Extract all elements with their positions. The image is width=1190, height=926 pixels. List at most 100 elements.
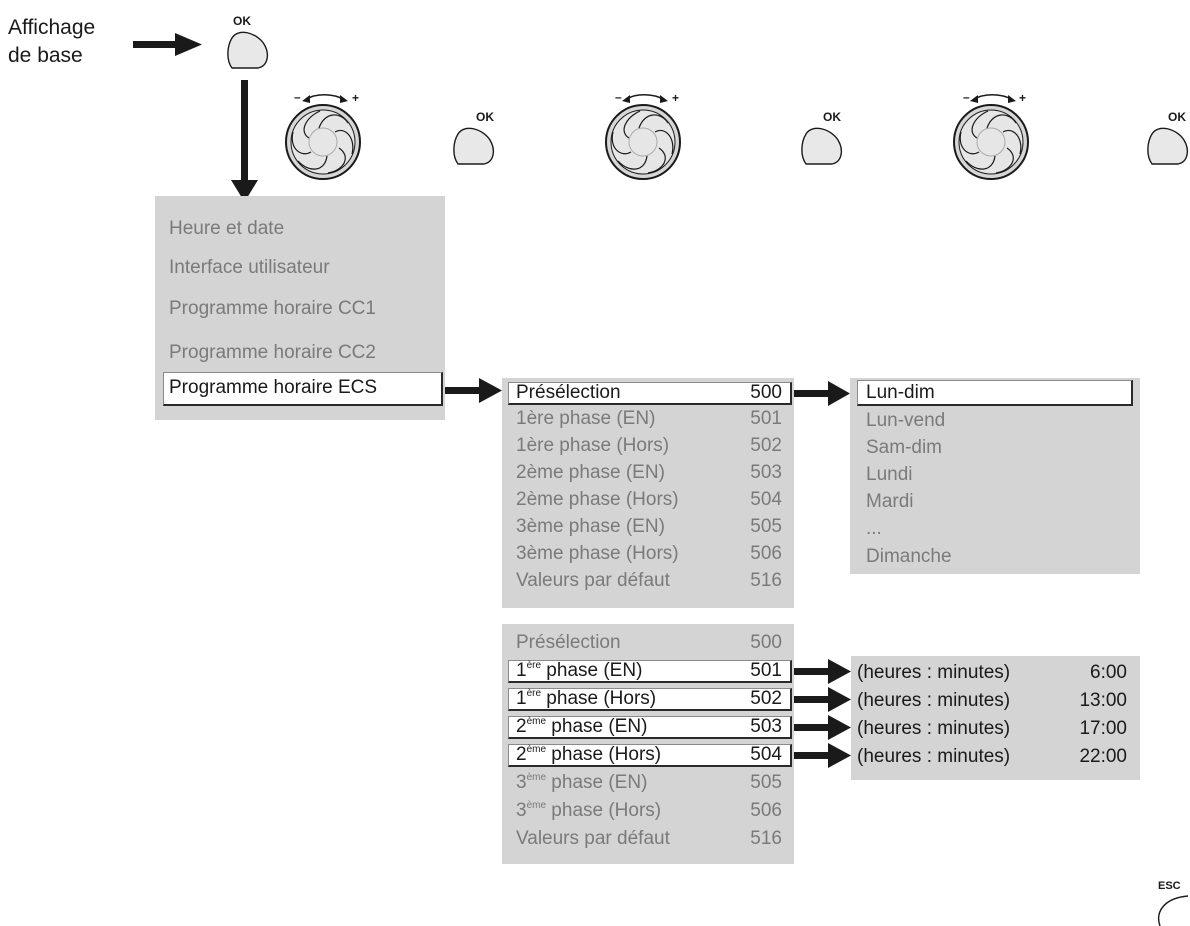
menu-item-program-cc2[interactable]: Programme horaire CC2	[169, 342, 376, 363]
ordinal: 1	[516, 688, 527, 709]
time-value[interactable]: 13:00	[1079, 690, 1127, 711]
phase-text: phase (Hors)	[546, 800, 662, 821]
knob3-rotation-icon	[972, 94, 1014, 101]
submenu-num: 501	[750, 408, 782, 429]
submenu-row[interactable]: 1ère phase (Hors) 502	[502, 433, 794, 459]
time-value[interactable]: 22:00	[1079, 746, 1127, 767]
ordinal-suffix: ère	[526, 660, 542, 671]
submenu2-label: 1ère phase (Hors)	[516, 686, 656, 712]
menu-item-program-ecs-highlight[interactable]	[163, 372, 443, 406]
menu-item-time-date[interactable]: Heure et date	[169, 218, 285, 239]
submenu-num: 516	[750, 570, 782, 591]
submenu2-row-selected[interactable]: 1ère phase (EN) 501	[502, 658, 794, 684]
ok-label-1: OK	[233, 14, 251, 28]
day-highlight[interactable]	[857, 380, 1133, 406]
ordinal: 2	[516, 716, 527, 737]
start-label-line2: de base	[8, 44, 83, 67]
arrow-time-4-icon	[792, 743, 851, 768]
ordinal: 1	[516, 660, 527, 681]
submenu2-panel: Présélection 500 1ère phase (EN) 501 1èr…	[502, 624, 794, 864]
start-label: Affichage de base	[8, 14, 95, 70]
submenu-row[interactable]: 2ème phase (Hors) 504	[502, 487, 794, 513]
submenu-label: 1ère phase (Hors)	[516, 435, 670, 456]
knob2-plus: +	[672, 91, 680, 105]
ordinal-suffix: ère	[526, 688, 542, 699]
knob3-minus: –	[963, 90, 970, 104]
arrow-down-icon	[231, 80, 258, 202]
submenu2-num: 516	[750, 828, 782, 849]
ok-button-3[interactable]	[801, 127, 843, 165]
submenu-label: 1ère phase (EN)	[516, 408, 656, 429]
submenu2-num: 500	[750, 632, 782, 653]
submenu-row[interactable]: 2ème phase (EN) 503	[502, 460, 794, 486]
arrow-time-2-icon	[792, 687, 851, 712]
day-item-ellipsis: ...	[866, 518, 882, 539]
submenu-num: 504	[750, 489, 782, 510]
submenu-num: 506	[750, 543, 782, 564]
submenu2-num: 506	[750, 800, 782, 821]
submenu2-row[interactable]: 3ème phase (Hors) 506	[502, 798, 794, 824]
ok-button-1[interactable]	[227, 31, 269, 69]
ordinal-suffix: ème	[526, 716, 547, 727]
submenu2-label: 1ère phase (EN)	[516, 658, 642, 684]
submenu2-row[interactable]: Présélection 500	[502, 630, 794, 656]
ok-button-2[interactable]	[453, 127, 495, 165]
submenu2-label: 2ème phase (EN)	[516, 714, 647, 740]
arrow-time-1-icon	[792, 659, 851, 684]
submenu-row[interactable]: 3ème phase (Hors) 506	[502, 541, 794, 567]
rotary-knob-2[interactable]	[605, 104, 681, 180]
arrow-menu-to-submenu-icon	[443, 378, 502, 403]
submenu2-row[interactable]: 3ème phase (EN) 505	[502, 770, 794, 796]
menu-item-program-ecs[interactable]: Programme horaire ECS	[169, 377, 378, 398]
times-panel: (heures : minutes) 6:00 (heures : minute…	[851, 656, 1140, 780]
ok-button-4[interactable]	[1147, 127, 1189, 165]
time-value[interactable]: 17:00	[1079, 718, 1127, 739]
day-item[interactable]: Lun-vend	[866, 410, 946, 431]
ordinal-suffix: ème	[526, 744, 547, 755]
arrow-submenu-to-days-icon	[790, 381, 850, 406]
submenu-panel: Présélection 500 1ère phase (EN) 501 1èr…	[502, 378, 794, 608]
submenu2-label: 2ème phase (Hors)	[516, 742, 661, 768]
submenu-row-preselection[interactable]: Présélection 500	[502, 380, 794, 406]
day-item[interactable]: Sam-dim	[866, 437, 943, 458]
submenu-label: Présélection	[516, 382, 621, 403]
time-row[interactable]: (heures : minutes) 6:00	[851, 659, 1141, 686]
time-row[interactable]: (heures : minutes) 13:00	[851, 687, 1141, 714]
esc-label: ESC	[1158, 880, 1181, 892]
menu-item-program-cc1[interactable]: Programme horaire CC1	[169, 298, 376, 319]
day-item[interactable]: Lundi	[866, 464, 913, 485]
ok-label-4: OK	[1168, 110, 1186, 124]
submenu-num: 503	[750, 462, 782, 483]
day-item[interactable]: Dimanche	[866, 546, 952, 567]
submenu2-num: 502	[750, 688, 782, 709]
knob1-minus: –	[294, 90, 301, 104]
day-item[interactable]: Mardi	[866, 491, 914, 512]
menu-item-user-interface[interactable]: Interface utilisateur	[169, 257, 330, 278]
submenu-row[interactable]: 1ère phase (EN) 501	[502, 406, 794, 432]
submenu2-row-selected[interactable]: 1ère phase (Hors) 502	[502, 686, 794, 712]
submenu-row[interactable]: Valeurs par défaut 516	[502, 568, 794, 594]
submenu2-num: 505	[750, 772, 782, 793]
ordinal-suffix: ème	[526, 772, 547, 783]
esc-button[interactable]	[1158, 895, 1189, 926]
time-value[interactable]: 6:00	[1090, 662, 1127, 683]
time-row[interactable]: (heures : minutes) 17:00	[851, 715, 1141, 742]
days-panel: Lun-dim Lun-vend Sam-dim Lundi Mardi ...…	[850, 378, 1140, 574]
rotary-knob-1[interactable]	[285, 104, 361, 180]
rotary-knob-3[interactable]	[953, 104, 1029, 180]
time-label: (heures : minutes)	[857, 718, 1011, 739]
day-item-lun-dim[interactable]: Lun-dim	[866, 382, 935, 403]
submenu-label: 2ème phase (EN)	[516, 462, 665, 483]
submenu2-label: 3ème phase (Hors)	[516, 798, 661, 824]
time-row[interactable]: (heures : minutes) 22:00	[851, 743, 1141, 770]
submenu-label: 3ème phase (Hors)	[516, 543, 679, 564]
submenu-row[interactable]: 3ème phase (EN) 505	[502, 514, 794, 540]
submenu2-row-selected[interactable]: 2ème phase (EN) 503	[502, 714, 794, 740]
submenu2-row-selected[interactable]: 2ème phase (Hors) 504	[502, 742, 794, 768]
submenu2-label: Présélection	[516, 632, 621, 653]
arrow-time-3-icon	[792, 715, 851, 740]
submenu2-row[interactable]: Valeurs par défaut 516	[502, 826, 794, 852]
time-label: (heures : minutes)	[857, 662, 1011, 683]
submenu-label: 2ème phase (Hors)	[516, 489, 679, 510]
